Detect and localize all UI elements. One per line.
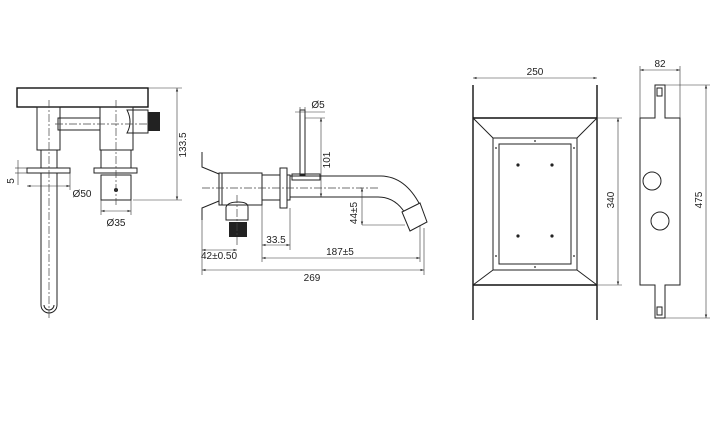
mixer-body bbox=[221, 172, 263, 206]
inlet-offset-dim: 42±0.50 bbox=[201, 251, 238, 262]
aerator bbox=[401, 202, 428, 232]
lever-diameter-dim: Ø5 bbox=[311, 100, 325, 111]
panel-height-dim: 475 bbox=[694, 191, 705, 208]
inlet-thread bbox=[229, 222, 247, 237]
flange-thickness-dim: 5 bbox=[6, 178, 17, 184]
mounting-panel bbox=[639, 84, 681, 319]
lever-height-dim: 101 bbox=[322, 151, 333, 168]
flange-diameter-dim: Ø50 bbox=[73, 189, 92, 200]
box-side-view: 82 475 bbox=[639, 59, 710, 319]
lever-rod bbox=[299, 109, 306, 176]
box-width-dim: 250 bbox=[527, 67, 544, 78]
panel-width-dim: 82 bbox=[654, 59, 666, 70]
left-flange bbox=[26, 167, 71, 174]
flange-offset-dim: 33.5 bbox=[266, 235, 286, 246]
box-height-dim: 340 bbox=[606, 191, 617, 208]
top-plate bbox=[16, 87, 149, 108]
front-height-dim: 133.5 bbox=[178, 132, 189, 157]
box-front-view: 250 340 bbox=[472, 67, 622, 320]
hole bbox=[650, 211, 670, 231]
front-view: 133.5 5 Ø50 Ø35 bbox=[6, 87, 189, 318]
body-diameter-dim: Ø35 bbox=[107, 218, 126, 229]
overall-length-dim: 269 bbox=[304, 273, 321, 284]
spout-drop-dim: 44±5 bbox=[349, 201, 360, 224]
thread-connector bbox=[148, 112, 160, 131]
side-view: Ø5 101 44±5 33.5 42±0.50 187±5 269 bbox=[201, 100, 428, 284]
hole bbox=[642, 171, 662, 191]
left-pillar bbox=[36, 106, 61, 151]
right-flange bbox=[93, 167, 138, 174]
spout-reach-dim: 187±5 bbox=[326, 247, 354, 258]
